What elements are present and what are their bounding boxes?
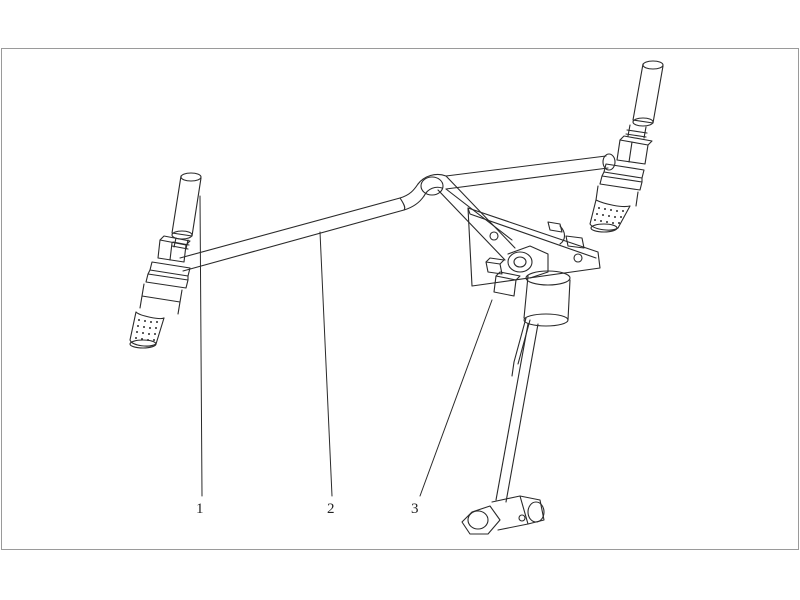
- drawing-frame: [1, 48, 799, 550]
- callout-label-3: 3: [411, 501, 419, 517]
- pipe-left-arm: [179, 183, 425, 272]
- callout-label-1: 1: [196, 501, 204, 517]
- left-sensor-assembly: [129, 172, 202, 349]
- pipe-right-arm: [445, 153, 616, 190]
- drain-rod: [495, 323, 539, 503]
- lower-fitting: [461, 495, 545, 535]
- mounting-bracket: [467, 207, 601, 377]
- leader-line-1: [199, 195, 203, 497]
- right-sensor-assembly: [589, 60, 664, 233]
- callout-label-2: 2: [327, 501, 335, 517]
- leader-line-3: [419, 299, 493, 497]
- leader-line-2: [319, 231, 333, 497]
- leader-lines: [199, 195, 493, 497]
- pipe-elbow: [417, 173, 447, 197]
